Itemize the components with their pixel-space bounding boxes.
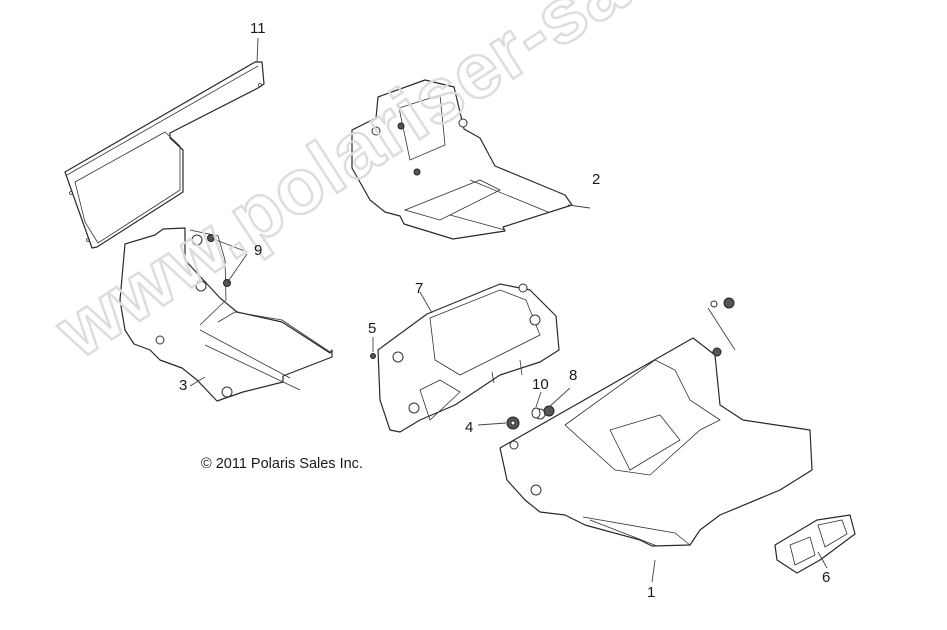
callout-3[interactable]: 3 [179, 377, 188, 394]
callout-4[interactable]: 4 [465, 419, 474, 436]
callout-11[interactable]: 11 [250, 20, 266, 37]
part-3-side-panel-left[interactable] [119, 227, 333, 402]
part-8-flanged-nut[interactable] [543, 387, 571, 417]
part-7-center-tunnel[interactable] [377, 283, 560, 433]
callout-5[interactable]: 5 [368, 320, 377, 337]
part-2-side-panel-right[interactable] [351, 79, 591, 240]
callout-10[interactable]: 10 [532, 376, 549, 393]
part-4-nut[interactable] [477, 416, 520, 430]
part-6-floor-pad[interactable] [774, 514, 856, 574]
part-1-floor-panel[interactable] [499, 337, 813, 583]
callout-1[interactable]: 1 [647, 584, 656, 601]
part-5-pin[interactable] [370, 337, 376, 359]
part-10-washer[interactable] [531, 391, 542, 419]
hardware-set-right [707, 297, 736, 351]
callout-8[interactable]: 8 [569, 367, 578, 384]
part-11-heat-shield[interactable] [64, 37, 265, 249]
copyright-notice: © 2011 Polaris Sales Inc. [201, 456, 363, 472]
callout-7[interactable]: 7 [415, 280, 424, 297]
callout-6[interactable]: 6 [822, 569, 831, 586]
callout-2[interactable]: 2 [592, 171, 601, 188]
part-9-screws[interactable] [207, 234, 248, 287]
callout-9[interactable]: 9 [254, 242, 263, 259]
